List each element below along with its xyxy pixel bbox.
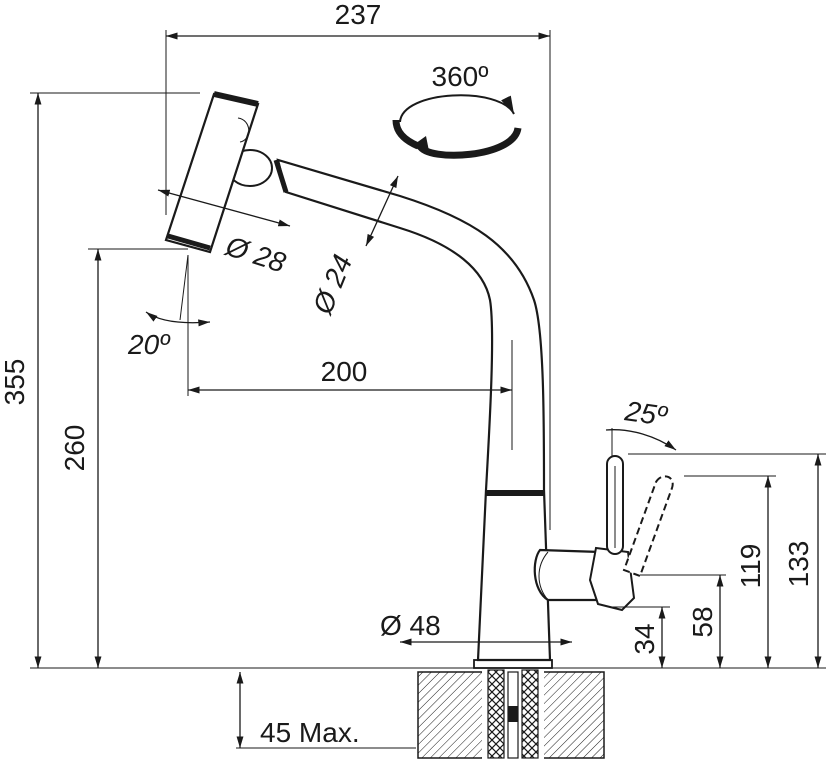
dim-spout-diameter [365,175,399,247]
label-spout-reach: 200 [321,356,368,387]
label-outlet-height: 260 [59,425,90,472]
handle-cartridge [588,546,636,612]
spray-button [237,117,250,143]
angle-20-leg [179,254,189,321]
label-base-diameter: Ø 48 [380,610,441,641]
label-rotation: 360º [432,61,489,92]
dimension-lines [30,30,826,749]
label-head-angle: 20º [127,329,171,360]
dimension-labels: 237 360º Ø 28 Ø 24 20º 200 355 260 25º Ø… [0,0,814,748]
label-head-diameter: Ø 28 [221,230,290,279]
rotation-arrow-top [399,94,515,123]
rotation-arrowhead [412,136,430,156]
angle-20-arc [145,311,211,327]
countertop [30,659,826,760]
housing-curve [538,551,549,601]
label-overall-reach: 237 [335,0,382,30]
rotation-arrow-left [392,119,420,150]
label-handle-height: 119 [735,544,766,589]
supply-hose-left [487,669,505,759]
label-max-counter-thickness: 45 Max. [260,717,360,748]
faucet-body [164,91,674,662]
rotation-arrow-bottom [416,126,522,159]
mounting-nut [508,706,518,722]
column-ring [486,490,544,496]
supply-hose-right [521,669,539,759]
spout-joint-ring [273,159,289,193]
label-handle-pivot-height: 58 [687,606,718,637]
spray-head-nozzle [167,233,211,251]
spray-head-cap [213,91,259,107]
label-total-height: 355 [0,359,30,406]
label-handle-max-height: 133 [783,541,814,588]
base-plate [473,659,553,669]
lever-tilted [622,475,674,578]
label-spout-diameter: Ø 24 [306,250,358,319]
angle-25-arc [605,429,677,451]
label-lever-angle: 25º [622,395,670,432]
handle-housing [533,548,606,602]
label-handle-base-height: 34 [629,623,660,654]
dim-head-diameter [157,189,291,227]
spout-outline [276,158,552,662]
